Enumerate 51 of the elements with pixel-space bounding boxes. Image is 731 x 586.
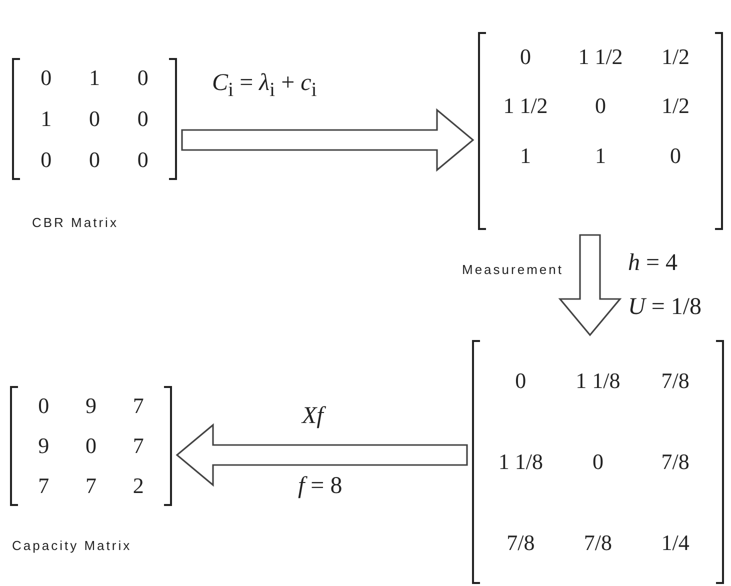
matrix-entry: 0 bbox=[515, 368, 526, 394]
matrix-entry: 1/4 bbox=[661, 530, 690, 556]
matrix-entry: 1 1/8 bbox=[576, 368, 620, 394]
matrix-entry: 1 bbox=[88, 65, 100, 92]
matrix bbox=[10, 386, 172, 506]
matrix bbox=[472, 340, 724, 584]
matrix-entry: 0 bbox=[40, 65, 52, 92]
matrix-entry: 7/8 bbox=[584, 530, 612, 556]
block-arrow bbox=[176, 423, 468, 487]
matrix-entry: 0 bbox=[85, 433, 96, 459]
matrix-entry: 0 bbox=[137, 146, 148, 173]
matrix-caption: Capacity Matrix bbox=[12, 538, 132, 553]
matrix-entry: 0 bbox=[595, 93, 606, 120]
matrix-entry: 2 bbox=[132, 473, 144, 499]
matrix-entry: 1 1/2 bbox=[503, 93, 548, 120]
matrix-entry: 7/8 bbox=[661, 368, 690, 394]
matrix-entry: 0 bbox=[88, 146, 100, 173]
matrix bbox=[12, 58, 177, 180]
matrix-entry: 7 bbox=[85, 473, 96, 499]
matrix-entry: 0 bbox=[137, 65, 148, 92]
edge-label: Measurement bbox=[462, 262, 564, 277]
matrix-entry: 1/2 bbox=[661, 44, 690, 70]
block-arrow bbox=[181, 108, 474, 172]
matrix-entry: 1 bbox=[595, 142, 606, 169]
matrix-entry: 9 bbox=[38, 433, 50, 459]
edge-label: C$_{i}$ = λ$_{i}$ + c$_{i}$ bbox=[212, 70, 317, 102]
equation: h = 4 bbox=[628, 250, 678, 277]
matrix-entry: 0 bbox=[520, 44, 531, 70]
matrix-entry: 0 bbox=[88, 106, 100, 132]
equation: f = 8 bbox=[298, 473, 342, 500]
matrix-entry: 0 bbox=[592, 448, 604, 475]
matrix-entry: 1 bbox=[40, 106, 52, 132]
matrix-entry: 0 bbox=[38, 393, 50, 419]
edge-label: Xf bbox=[302, 403, 324, 430]
matrix-entry: 1/2 bbox=[661, 93, 690, 120]
matrix-entry: 7 bbox=[38, 473, 50, 499]
matrix-entry: 1 1/8 bbox=[498, 448, 543, 475]
matrix-entry: 9 bbox=[85, 393, 96, 419]
block-arrow bbox=[558, 234, 622, 336]
matrix-entry: 0 bbox=[40, 146, 52, 173]
matrix-entry: 1 1/2 bbox=[578, 44, 623, 70]
equation: U = 1/8 bbox=[628, 294, 702, 321]
matrix-entry: 7/8 bbox=[506, 530, 535, 556]
matrix-entry: 7 bbox=[132, 393, 144, 419]
matrix-entry: 7/8 bbox=[661, 448, 690, 475]
matrix-entry: 0 bbox=[670, 142, 681, 169]
matrix-entry: 7 bbox=[132, 433, 144, 459]
matrix-entry: 0 bbox=[137, 106, 148, 132]
matrix-entry: 1 bbox=[520, 142, 531, 169]
matrix-caption: CBR Matrix bbox=[32, 215, 118, 230]
matrix bbox=[478, 32, 723, 230]
